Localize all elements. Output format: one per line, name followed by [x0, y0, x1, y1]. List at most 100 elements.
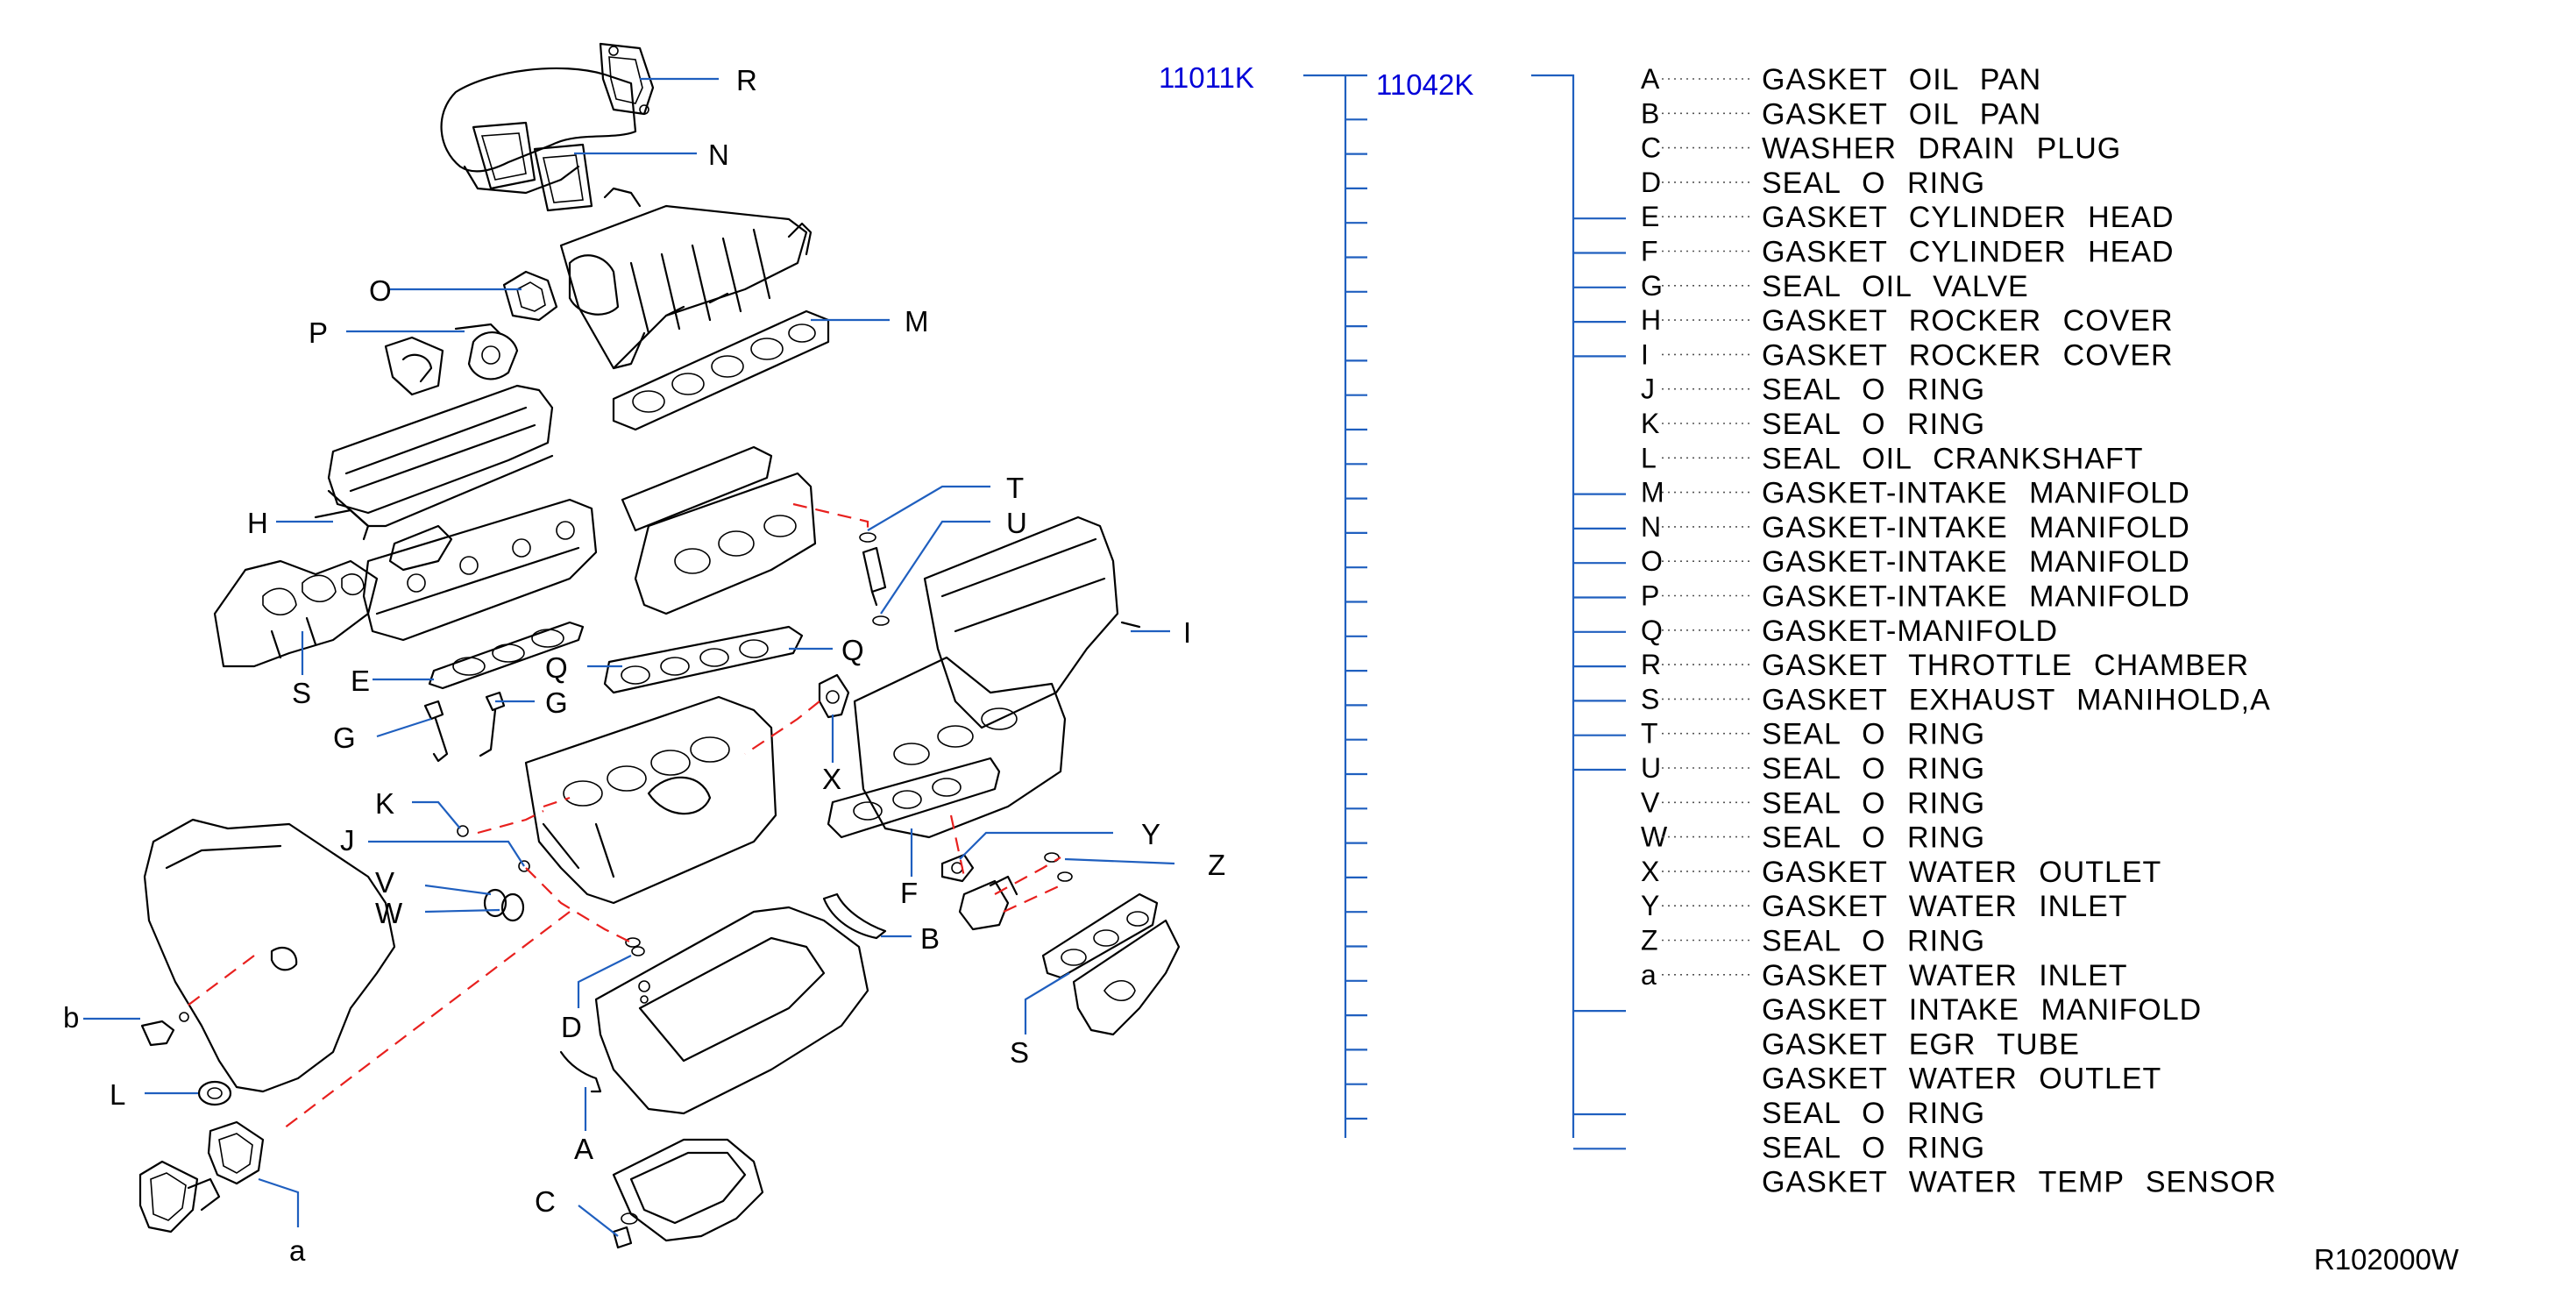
callout-f: F [900, 877, 918, 909]
parts-list-letter: G [1641, 270, 1663, 302]
callout-b-lower: b [63, 1001, 79, 1034]
parts-list-name: GASKET WATER INLET [1762, 890, 2128, 923]
parts-list-name: GASKET WATER TEMP SENSOR [1762, 1166, 2276, 1199]
parts-list-name: GASKET EXHAUST MANIHOLD,A [1762, 683, 2271, 716]
parts-list-row[interactable]: I GASKET ROCKER COVER [1641, 338, 2174, 372]
parts-list-letter: B [1641, 97, 1659, 129]
parts-list-name: GASKET-INTAKE MANIFOLD [1762, 477, 2190, 510]
exhaust-gasket-q-drawing [603, 625, 804, 694]
part-number-kit[interactable]: 11011K [1159, 61, 1254, 94]
parts-list-name: WASHER DRAIN PLUG [1762, 132, 2121, 166]
parts-list-letter: V [1641, 786, 1660, 818]
callout-g-right: G [545, 686, 568, 719]
parts-list-row[interactable]: G SEAL OIL VALVE [1641, 270, 2029, 303]
parts-list-row[interactable]: T SEAL O RING [1641, 718, 1985, 751]
parts-list-letter: R [1641, 649, 1661, 680]
water-inlet-a-drawing [138, 1120, 265, 1233]
exhaust-manifold-right-drawing [1041, 892, 1181, 1036]
parts-list-name: GASKET OIL PAN [1762, 97, 2041, 131]
reference-code: R102000W [2314, 1243, 2459, 1276]
parts-list-row[interactable]: SEAL O RING [1762, 1097, 1985, 1130]
gasket-p-drawing [384, 323, 519, 396]
callout-a-lower: a [289, 1234, 306, 1267]
parts-list-name: GASKET-INTAKE MANIFOLD [1762, 580, 2190, 614]
callout-z: Z [1208, 849, 1225, 881]
parts-list-name: GASKET-MANIFOLD [1762, 615, 2058, 648]
parts-list-row[interactable]: GASKET EGR TUBE [1762, 1027, 2080, 1061]
parts-list-letter: W [1641, 821, 1668, 853]
parts-list-name: GASKET WATER INLET [1762, 959, 2128, 992]
head-gasket-e-drawing [428, 621, 585, 690]
parts-list-name: SEAL O RING [1762, 373, 1985, 407]
alignment-lines [183, 502, 1061, 1132]
parts-list-name: GASKET-INTAKE MANIFOLD [1762, 511, 2190, 544]
part-number-subkit[interactable]: 11042K [1376, 68, 1473, 101]
parts-list-name: GASKET ROCKER COVER [1762, 304, 2174, 338]
parts-list-row[interactable]: SEAL O RING [1762, 1131, 1985, 1164]
callout-g-left: G [333, 722, 356, 754]
callout-v: V [375, 866, 394, 899]
lower-oil-pan-drawing [612, 1138, 764, 1242]
parts-list-letter: T [1641, 718, 1658, 750]
rocker-cover-left-drawing [314, 384, 554, 541]
callout-p: P [309, 316, 328, 349]
valve-seals-drawing [423, 691, 506, 763]
exhaust-manifold-left-drawing [213, 524, 453, 668]
parts-list-row[interactable]: B GASKET OIL PAN [1641, 97, 2041, 131]
parts-list-row[interactable]: GASKET WATER OUTLET [1762, 1063, 2161, 1096]
parts-list-letter: E [1641, 201, 1659, 232]
parts-list-row[interactable]: V SEAL O RING [1641, 786, 1985, 820]
parts-list-name: SEAL O RING [1762, 718, 1985, 751]
parts-list-row[interactable]: E GASKET CYLINDER HEAD [1641, 201, 2175, 234]
parts-list-name: GASKET EGR TUBE [1762, 1027, 2080, 1061]
parts-list-name: SEAL O RING [1762, 786, 1985, 820]
parts-list-row[interactable]: GASKET WATER TEMP SENSOR [1762, 1166, 2276, 1199]
callout-t: T [1006, 472, 1024, 504]
parts-list-name: GASKET CYLINDER HEAD [1762, 201, 2175, 234]
callout-x: X [822, 763, 841, 795]
timing-cover-drawing [143, 818, 396, 1093]
gasket-o-drawing [502, 270, 558, 322]
callout-e: E [351, 665, 370, 697]
callout-h: H [247, 507, 268, 539]
parts-list-name: GASKET ROCKER COVER [1762, 338, 2174, 372]
water-outlet-gasket-x-drawing [818, 673, 850, 719]
drain-washer-drawing [612, 1212, 638, 1249]
callout-l: L [110, 1078, 125, 1111]
parts-list-name: GASKET-INTAKE MANIFOLD [1762, 545, 2190, 579]
throttle-chamber-drawing [440, 42, 655, 212]
parts-list-letter: I [1641, 338, 1649, 370]
callout-j: J [340, 824, 355, 857]
parts-list-row[interactable]: GASKET INTAKE MANIFOLD [1762, 993, 2202, 1027]
parts-list-name: GASKET WATER OUTLET [1762, 1063, 2161, 1096]
parts-list-letter: H [1641, 304, 1661, 336]
parts-list-row[interactable]: H GASKET ROCKER COVER [1641, 304, 2174, 338]
crank-seal-l-drawing [197, 1080, 232, 1106]
engine-exploded-drawing [138, 42, 1181, 1249]
callout-s-left: S [292, 677, 311, 709]
callout-y: Y [1141, 818, 1160, 850]
parts-list-letter: Z [1641, 925, 1658, 956]
parts-list-name: SEAL OIL VALVE [1762, 270, 2029, 303]
